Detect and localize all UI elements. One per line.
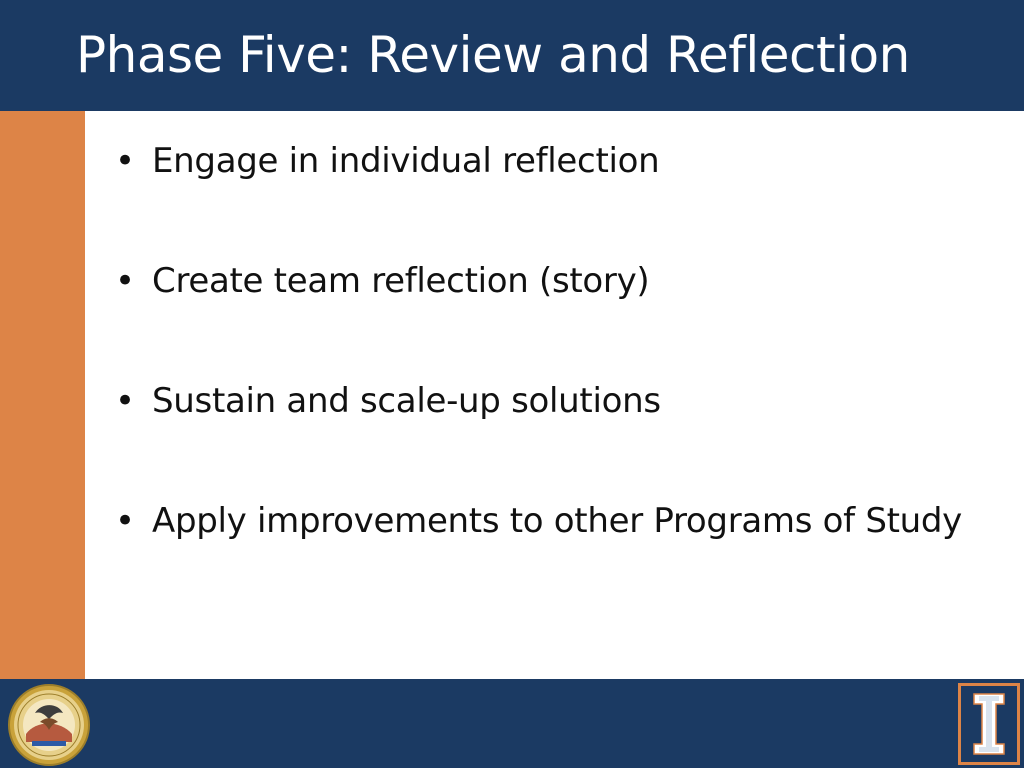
- slide-content: • Engage in individual reflection • Crea…: [85, 111, 1024, 679]
- bullet-item: • Engage in individual reflection: [115, 139, 995, 183]
- block-i-logo-icon: [958, 683, 1020, 765]
- bullet-text: Create team reflection (story): [152, 261, 650, 301]
- bullet-text: Sustain and scale-up solutions: [152, 381, 661, 421]
- bullet-marker: •: [115, 261, 135, 301]
- title-bar: Phase Five: Review and Reflection: [0, 0, 1024, 111]
- slide-title: Phase Five: Review and Reflection: [76, 26, 910, 84]
- bullet-marker: •: [115, 501, 135, 541]
- state-seal-icon: [8, 684, 90, 766]
- bullet-marker: •: [115, 141, 135, 181]
- bullet-text: Engage in individual reflection: [152, 141, 660, 181]
- bullet-text: Apply improvements to other Programs of …: [152, 501, 963, 541]
- bullet-item: • Apply improvements to other Programs o…: [115, 499, 995, 543]
- orange-side-bar: [0, 111, 85, 679]
- bullet-item: • Create team reflection (story): [115, 259, 995, 303]
- bullet-marker: •: [115, 381, 135, 421]
- bullet-list: • Engage in individual reflection • Crea…: [115, 139, 995, 619]
- bullet-item: • Sustain and scale-up solutions: [115, 379, 995, 423]
- footer-bar: [0, 679, 1024, 768]
